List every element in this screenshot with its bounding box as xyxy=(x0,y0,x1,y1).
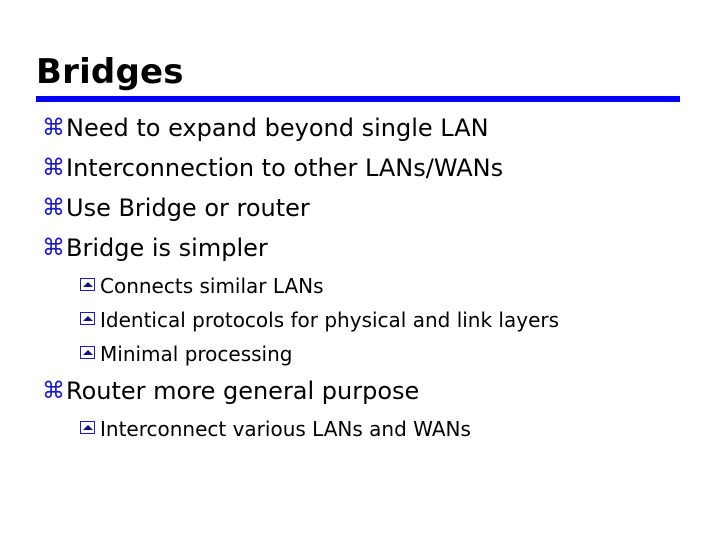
command-loop-bullet-icon: ⌘ xyxy=(42,195,65,221)
boxed-chevron-up-bullet-icon xyxy=(79,269,99,303)
page-title: Bridges xyxy=(36,52,184,92)
sub-list-item: Interconnect various LANs and WANs xyxy=(0,412,720,446)
list-item: ⌘ Interconnection to other LANs/WANs xyxy=(0,148,720,188)
sub-list-item: Identical protocols for physical and lin… xyxy=(0,303,720,337)
sub-list-item-label: Identical protocols for physical and lin… xyxy=(100,308,560,332)
list-item-label: Use Bridge or router xyxy=(66,194,310,222)
boxed-chevron-up-bullet-icon xyxy=(79,303,99,337)
sub-list-item-label: Minimal processing xyxy=(100,342,293,366)
list-item: ⌘ Need to expand beyond single LAN xyxy=(0,108,720,148)
list-item: ⌘ Bridge is simpler xyxy=(0,228,720,268)
boxed-chevron-up-bullet-icon xyxy=(79,412,99,446)
command-loop-bullet-icon: ⌘ xyxy=(42,378,65,404)
sub-list-item: Connects similar LANs xyxy=(0,269,720,303)
list-item-label: Bridge is simpler xyxy=(66,234,268,262)
list-item: ⌘ Use Bridge or router xyxy=(0,188,720,228)
sub-list-item: Minimal processing xyxy=(0,337,720,371)
command-loop-bullet-icon: ⌘ xyxy=(42,115,65,141)
boxed-chevron-up-bullet-icon xyxy=(79,337,99,371)
command-loop-bullet-icon: ⌘ xyxy=(42,235,65,261)
title-underline-rule xyxy=(36,96,680,102)
list-item-label: Need to expand beyond single LAN xyxy=(66,114,489,142)
bullet-list: ⌘ Need to expand beyond single LAN ⌘ Int… xyxy=(0,108,720,446)
list-item-label: Interconnection to other LANs/WANs xyxy=(66,154,504,182)
sub-list-item-label: Interconnect various LANs and WANs xyxy=(100,417,471,441)
command-loop-bullet-icon: ⌘ xyxy=(42,155,65,181)
list-item-label: Router more general purpose xyxy=(66,377,420,405)
sub-list-item-label: Connects similar LANs xyxy=(100,274,324,298)
list-item: ⌘ Router more general purpose xyxy=(0,371,720,411)
